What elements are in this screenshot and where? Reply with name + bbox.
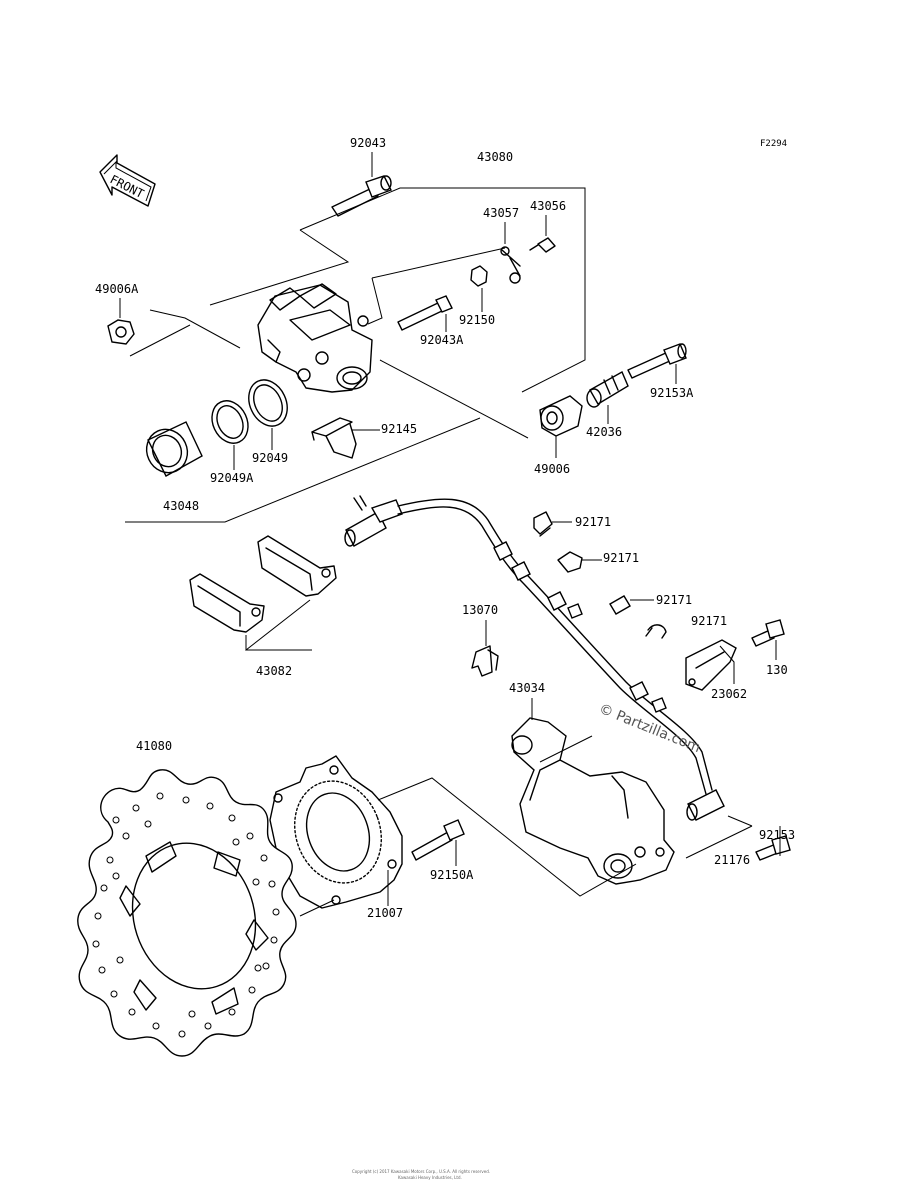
cap-43056 <box>529 215 556 253</box>
caliper-bracket-43034 <box>511 698 675 885</box>
brake-pads-43082 <box>189 535 337 652</box>
label-21007: 21007 <box>367 906 403 920</box>
label-92171-b: 92171 <box>603 551 639 565</box>
label-43082: 43082 <box>256 664 292 678</box>
clamp-92171-d <box>645 624 667 639</box>
label-23062: 23062 <box>711 687 747 701</box>
clamp-92171-a <box>533 511 572 537</box>
sensor-ring-21007 <box>269 755 403 909</box>
washer-49006A <box>107 298 135 345</box>
nut-92150 <box>470 265 488 312</box>
bolt-92043 <box>331 152 392 217</box>
bolt-130 <box>751 619 785 660</box>
seal-92049A <box>211 400 249 470</box>
disc-to-ring-leader <box>299 899 335 917</box>
guard-23062 <box>685 639 737 691</box>
label-92171-c: 92171 <box>656 593 692 607</box>
label-92171-a: 92171 <box>575 515 611 529</box>
pad-spring-92145 <box>311 417 380 459</box>
part-labels: 92043 43080 43057 43056 49006A 92150 920… <box>95 136 795 920</box>
brake-disc-41080 <box>77 769 297 1057</box>
label-43057: 43057 <box>483 206 519 220</box>
bleeder-43057 <box>500 222 521 284</box>
seal-92049 <box>248 379 288 450</box>
clamp-92171-c <box>609 595 654 615</box>
label-92150A: 92150A <box>430 868 474 882</box>
piston-43048 <box>125 417 481 523</box>
label-49006A: 49006A <box>95 282 139 296</box>
bolt-92043A <box>397 295 453 332</box>
label-43080: 43080 <box>477 150 513 164</box>
label-92049A: 92049A <box>210 471 254 485</box>
disc-holes <box>92 792 280 1038</box>
label-92043: 92043 <box>350 136 386 150</box>
label-43056: 43056 <box>530 199 566 213</box>
clip-13070 <box>471 620 499 677</box>
label-43048: 43048 <box>163 499 199 513</box>
abs-sensor-cable <box>344 495 753 859</box>
boot-49006 <box>539 395 583 458</box>
label-42036: 42036 <box>586 425 622 439</box>
label-21176: 21176 <box>714 853 750 867</box>
bolt-92153 <box>755 826 791 861</box>
sleeve-42036 <box>586 371 629 424</box>
label-130: 130 <box>766 663 788 677</box>
label-43034: 43034 <box>509 681 545 695</box>
footer-copyright: Copyright (c) 2017 Kawasaki Motors Corp.… <box>352 1169 490 1174</box>
label-92043A: 92043A <box>420 333 464 347</box>
watermark: © Partzilla.com <box>597 701 703 756</box>
label-92145: 92145 <box>381 422 417 436</box>
label-13070: 13070 <box>462 603 498 617</box>
label-92153: 92153 <box>759 828 795 842</box>
caliper-assembly-43080 <box>129 187 586 439</box>
label-92049: 92049 <box>252 451 288 465</box>
label-92150: 92150 <box>459 313 495 327</box>
label-41080: 41080 <box>136 739 172 753</box>
footer-company: Kawasaki Heavy Industries, Ltd. <box>398 1175 462 1180</box>
label-92171-d: 92171 <box>691 614 727 628</box>
bolt-92153A <box>627 343 687 384</box>
disc-to-bracket-leader <box>377 777 637 897</box>
figure-code: F2294 <box>760 139 787 149</box>
front-direction-arrow: FRONT <box>99 154 156 207</box>
clamp-92171-b <box>557 551 602 573</box>
label-49006: 49006 <box>534 462 570 476</box>
label-92153A: 92153A <box>650 386 694 400</box>
bolt-92150A <box>411 819 465 866</box>
